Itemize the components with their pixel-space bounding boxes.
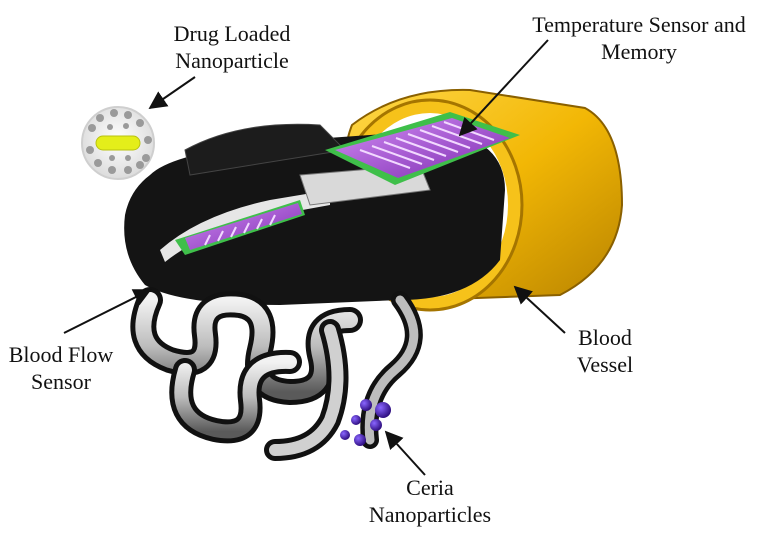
ceria-label-line1: Ceria <box>355 474 505 501</box>
flow-label-line2: Sensor <box>2 368 120 395</box>
drug-nanoparticle <box>82 107 154 179</box>
ceria-label-line2: Nanoparticles <box>355 501 505 528</box>
drug-label-line2: Nanoparticle <box>152 47 312 74</box>
drug-arrow <box>150 77 195 108</box>
vessel-label-line2: Vessel <box>560 351 650 378</box>
blood-vessel-label: Blood Vessel <box>560 324 650 378</box>
drug-label-line1: Drug Loaded <box>152 20 312 47</box>
blood-flow-sensor-label: Blood Flow Sensor <box>2 341 120 395</box>
temperature-label-line1: Temperature Sensor and <box>508 11 770 38</box>
ceria-arrow <box>386 432 425 475</box>
flow-label-line1: Blood Flow <box>2 341 120 368</box>
temperature-sensor-label: Temperature Sensor and Memory <box>508 11 770 65</box>
drug-nanoparticle-label: Drug Loaded Nanoparticle <box>152 20 312 74</box>
vessel-label-line1: Blood <box>560 324 650 351</box>
temperature-label-line2: Memory <box>508 38 770 65</box>
ceria-nanoparticles-label: Ceria Nanoparticles <box>355 474 505 528</box>
